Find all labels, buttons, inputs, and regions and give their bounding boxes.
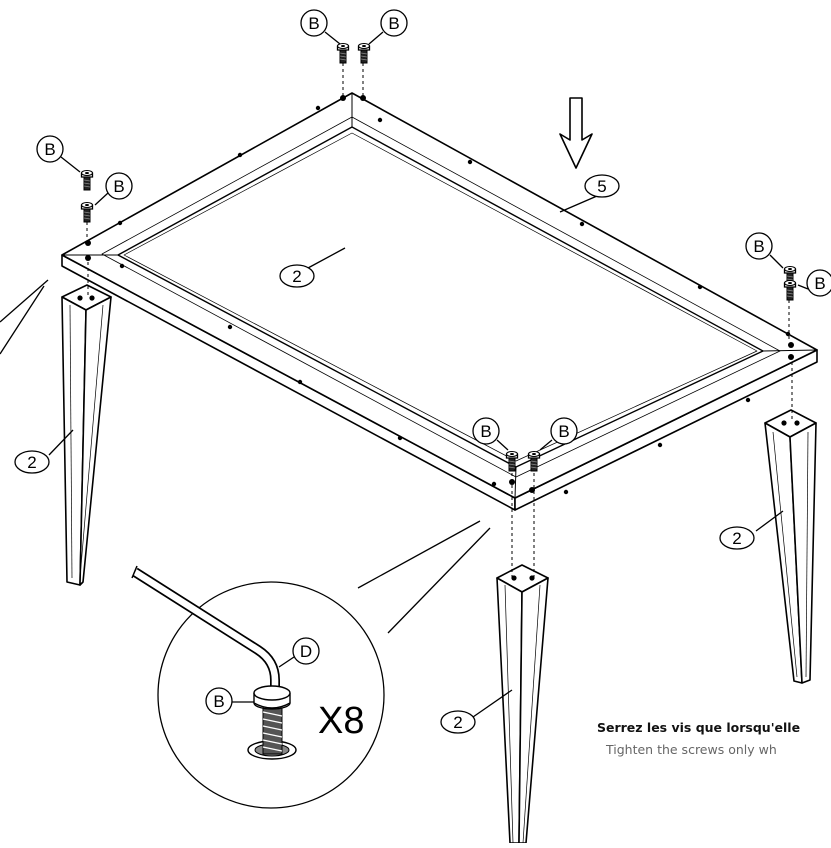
frame-label: 5: [597, 177, 606, 196]
leg-label: 2: [453, 713, 462, 732]
instruction-note-fr: Serrez les vis que lorsqu'elle: [597, 720, 801, 735]
screw-label: B: [308, 14, 319, 33]
label-text: B B B B B B B B B D 5 2 2 2 2: [27, 14, 825, 732]
quantity-label: X8: [318, 700, 364, 742]
leg-label: 2: [292, 267, 301, 286]
label-bubbles: [14, 9, 831, 734]
screw-label: B: [113, 177, 124, 196]
hex-key: [131, 565, 280, 694]
screw-label: B: [213, 692, 224, 711]
leg-label: 2: [732, 529, 741, 548]
screw-label: B: [814, 274, 825, 293]
screw-label: B: [558, 422, 569, 441]
down-arrow-icon: [559, 97, 593, 169]
leg-front-left: [61, 284, 112, 586]
screw-label: B: [388, 14, 399, 33]
hex-key-label: D: [300, 642, 312, 661]
screw-label: B: [44, 140, 55, 159]
instruction-note-en: Tighten the screws only wh: [606, 742, 777, 757]
frame: [61, 92, 818, 511]
magnified-screw: [247, 685, 297, 760]
alignment-lines: [86, 63, 793, 578]
leg-label: 2: [27, 453, 36, 472]
leg-front-center: [496, 564, 549, 844]
screw-label: B: [753, 237, 764, 256]
screw-label: B: [480, 422, 491, 441]
leg-front-right: [764, 409, 817, 684]
